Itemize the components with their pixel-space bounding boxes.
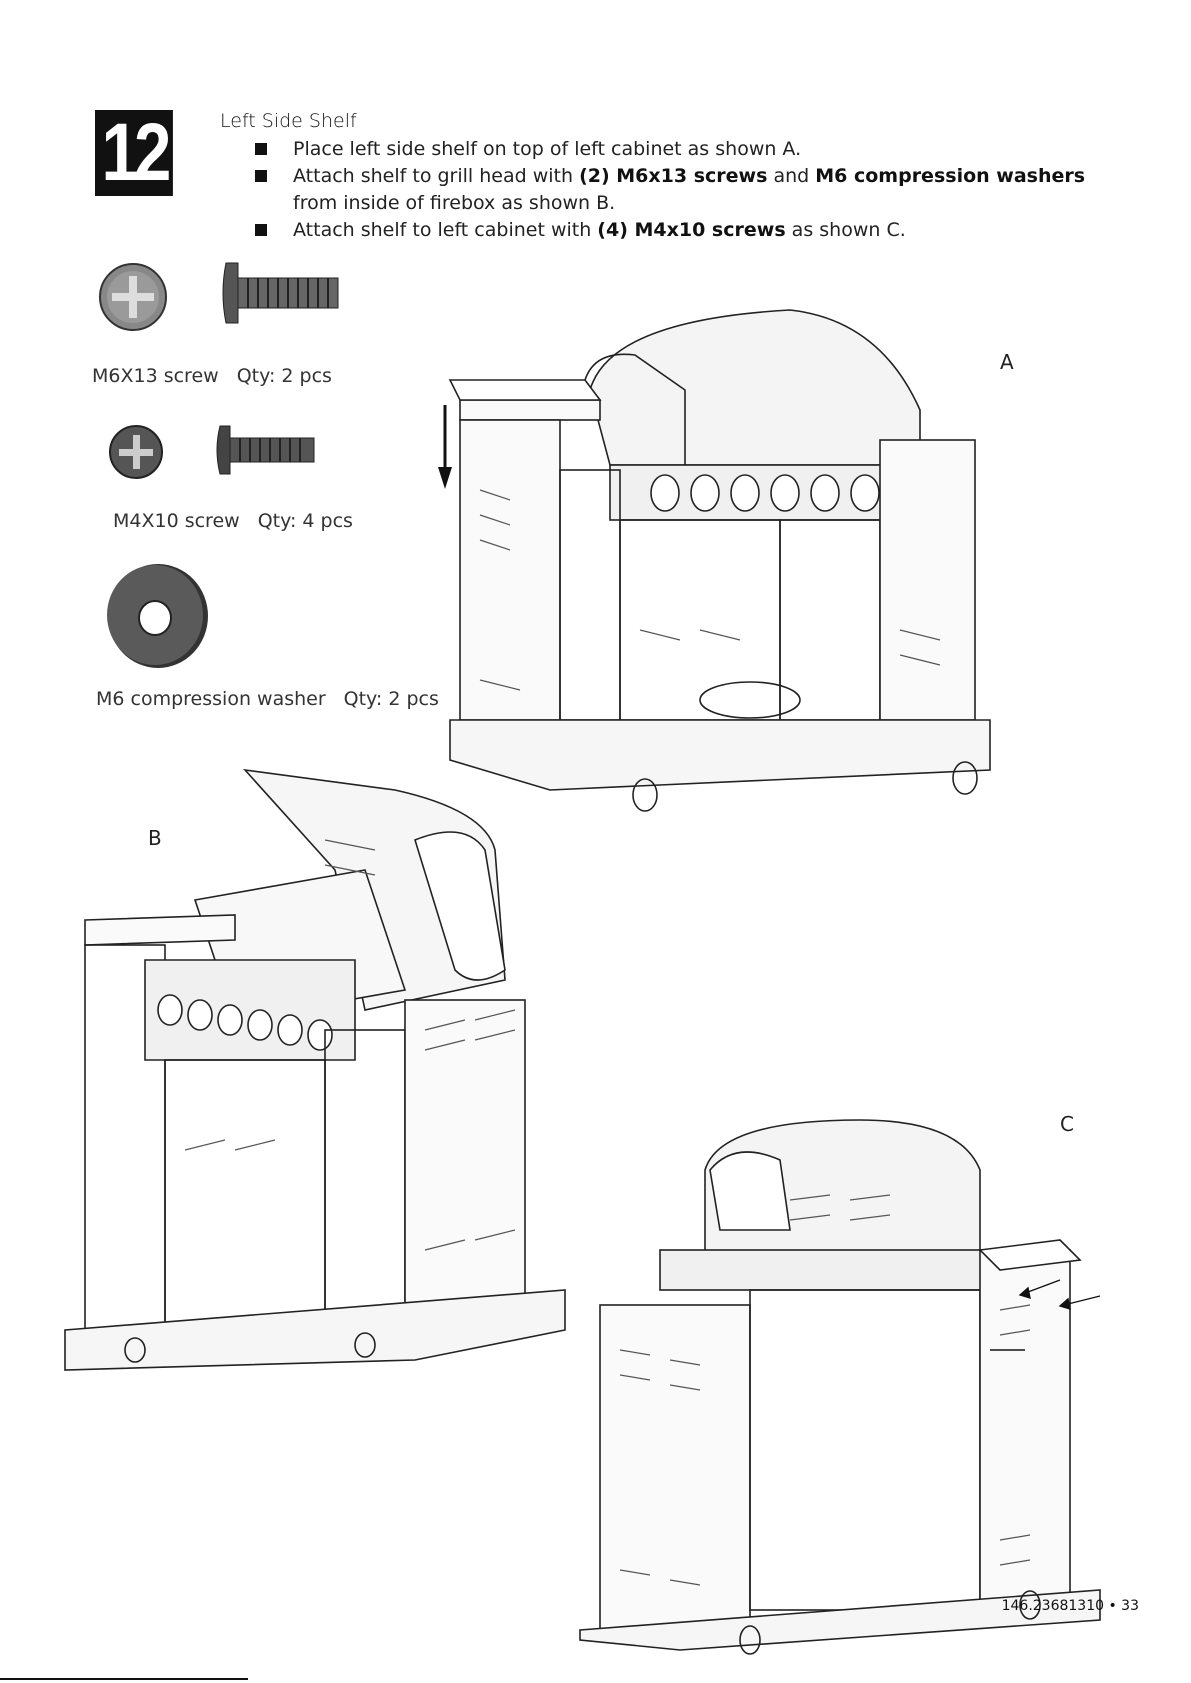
m4x10-screw-head-icon — [109, 425, 163, 479]
instruction-list: Place left side shelf on top of left cab… — [255, 136, 1135, 244]
instruction-item: Attach shelf to grill head with (2) M6x1… — [255, 163, 1135, 217]
part-washer-label: M6 compression washer Qty: 2 pcs — [96, 688, 439, 710]
instruction-text: as shown C. — [785, 219, 906, 241]
part-m6x13-label: M6X13 screw Qty: 2 pcs — [92, 365, 332, 387]
m6-washer-icon — [107, 564, 208, 668]
m6x13-screw-side-icon — [222, 262, 339, 324]
part-qty: Qty: 2 pcs — [343, 688, 439, 710]
view-a-grill-illustration — [448, 309, 991, 812]
view-c-grill-illustration — [579, 1119, 1101, 1655]
instruction-emphasis: M6 compression washers — [815, 165, 1086, 187]
step-number-badge: 12 — [95, 107, 173, 198]
view-b-grill-illustration — [64, 768, 566, 1371]
part-m4x10-label: M4X10 screw Qty: 4 pcs — [113, 510, 353, 532]
instruction-text: Attach shelf to left cabinet with — [293, 219, 598, 241]
view-b-label: B — [148, 826, 162, 850]
instruction-text: Place left side shelf on top of left cab… — [293, 138, 802, 160]
instruction-text: from inside of firebox as shown B. — [293, 192, 616, 214]
down-arrow-icon — [438, 405, 452, 489]
view-c-label: C — [1060, 1112, 1074, 1136]
part-name: M6X13 screw — [92, 365, 219, 387]
instruction-emphasis: (2) M6x13 screws — [579, 165, 768, 187]
instruction-emphasis: (4) M4x10 screws — [597, 219, 786, 241]
instruction-item: Attach shelf to left cabinet with (4) M4… — [255, 217, 1135, 244]
part-name: M4X10 screw — [113, 510, 240, 532]
instruction-item: Place left side shelf on top of left cab… — [255, 136, 1135, 163]
part-qty: Qty: 2 pcs — [236, 365, 332, 387]
step-title: Left Side Shelf — [220, 110, 357, 132]
part-name: M6 compression washer — [96, 688, 326, 710]
page-reference: 146.23681310 • 33 — [1001, 1598, 1139, 1614]
view-a-label: A — [1000, 350, 1014, 374]
part-qty: Qty: 4 pcs — [257, 510, 353, 532]
instruction-text: Attach shelf to grill head with — [293, 165, 580, 187]
footer-rule — [0, 1678, 248, 1680]
m4x10-screw-side-icon — [216, 425, 315, 475]
instruction-text: and — [767, 165, 816, 187]
m6x13-screw-head-icon — [99, 263, 167, 331]
